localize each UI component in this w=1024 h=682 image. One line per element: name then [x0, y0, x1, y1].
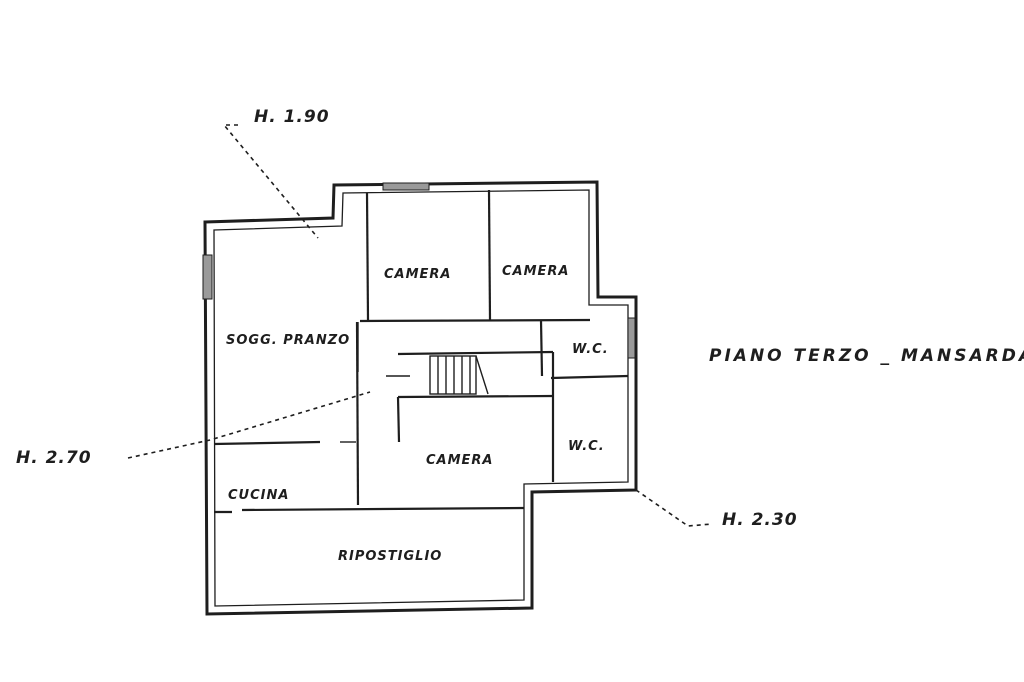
- plan-title: PIANO TERZO _ MANSARDA: [709, 346, 1024, 366]
- height-leaders: [127, 124, 713, 527]
- room-label-wc-bottom: W.C.: [568, 439, 605, 454]
- height-label-230: H. 2.30: [722, 510, 798, 530]
- staircase: [429, 355, 489, 395]
- room-label-cucina: CUCINA: [228, 488, 289, 503]
- window-east: [627, 317, 636, 359]
- room-label-wc-top: W.C.: [572, 342, 609, 357]
- outer-walls: [203, 180, 638, 616]
- room-label-camera-top-left: CAMERA: [384, 267, 452, 282]
- window-west: [202, 254, 213, 300]
- interior-partitions: [213, 189, 629, 514]
- height-label-270: H. 2.70: [16, 448, 92, 468]
- height-label-190: H. 1.90: [254, 107, 330, 127]
- room-label-camera-center: CAMERA: [426, 453, 494, 468]
- window-marks: [202, 182, 636, 359]
- window-north: [382, 182, 430, 191]
- room-label-soggiorno-pranzo: SOGG. PRANZO: [226, 333, 350, 348]
- room-label-ripostiglio: RIPOSTIGLIO: [338, 549, 442, 564]
- room-label-camera-top-right: CAMERA: [502, 264, 570, 279]
